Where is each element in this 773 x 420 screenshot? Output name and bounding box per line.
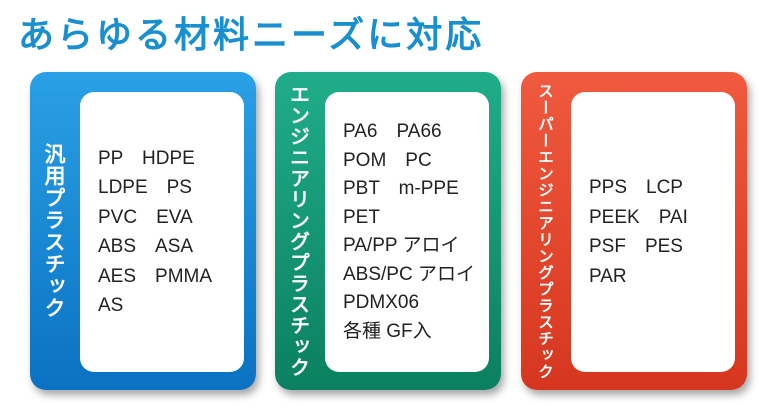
card-label: 汎用プラスチック xyxy=(30,72,78,390)
engineering-plastics-label: エンジニアリングプラスチック xyxy=(286,84,311,378)
list-item: PBT m-PPE xyxy=(343,178,459,199)
list-item: PVC EVA xyxy=(98,206,193,228)
card-label: エンジニアリングプラスチック xyxy=(275,72,323,390)
list-item: PPS LCP xyxy=(589,177,683,198)
general-plastics-label: 汎用プラスチック xyxy=(42,143,66,319)
list-item: AS xyxy=(98,295,124,316)
list-item: PSF PES xyxy=(589,236,683,257)
card-label: スーパーエンジニアリングプラスチック xyxy=(521,72,569,390)
list-item: 各種 GF入 xyxy=(343,320,432,342)
list-item: PP HDPE xyxy=(98,147,195,169)
list-item: POM PC xyxy=(343,149,432,171)
card-engineering-plastics: エンジニアリングプラスチック PA6 PA66 POM PC PBT m-PPE… xyxy=(275,72,501,390)
list-item: PDMX06 xyxy=(343,292,420,313)
page-title: あらゆる材料ニーズに対応 xyxy=(18,15,485,56)
list-item: AES PMMA xyxy=(98,265,213,287)
list-item: PEEK PAI xyxy=(589,206,688,228)
list-item: PA6 PA66 xyxy=(343,121,442,142)
materials-list: PA6 PA66 POM PC PBT m-PPE PET PA/PP アロイ … xyxy=(325,118,475,346)
card-super-engineering-plastics: スーパーエンジニアリングプラスチック PPS LCP PEEK PAI PSF … xyxy=(521,72,747,390)
super-engineering-plastics-label: スーパーエンジニアリングプラスチック xyxy=(536,82,554,380)
list-item: ABS ASA xyxy=(98,236,194,257)
list-item: ABS/PC アロイ xyxy=(343,263,475,285)
list-item: PET xyxy=(343,206,380,228)
materials-panel: PA6 PA66 POM PC PBT m-PPE PET PA/PP アロイ … xyxy=(325,92,489,372)
list-item: PA/PP アロイ xyxy=(343,235,460,256)
list-item: LDPE PS xyxy=(98,177,192,198)
materials-list: PPS LCP PEEK PAI PSF PES PAR xyxy=(571,173,688,291)
materials-panel: PP HDPE LDPE PS PVC EVA ABS ASA AES PMMA… xyxy=(80,92,244,372)
materials-list: PP HDPE LDPE PS PVC EVA ABS ASA AES PMMA… xyxy=(80,144,212,321)
list-item: PAR xyxy=(589,265,627,287)
card-general-plastics: 汎用プラスチック PP HDPE LDPE PS PVC EVA ABS ASA… xyxy=(30,72,256,390)
materials-panel: PPS LCP PEEK PAI PSF PES PAR xyxy=(571,92,735,372)
